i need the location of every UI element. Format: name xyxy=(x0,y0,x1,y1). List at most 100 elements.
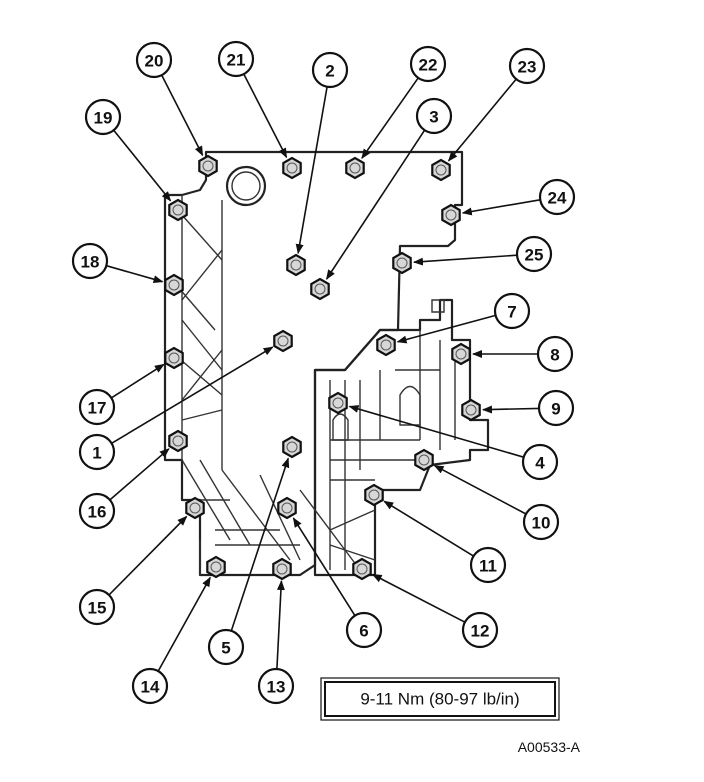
leader-line-15 xyxy=(108,515,188,596)
callout-22: 22 xyxy=(409,45,447,83)
bolt-head-20 xyxy=(198,154,218,178)
bolt-18 xyxy=(164,273,184,297)
leader-line-22 xyxy=(361,77,419,160)
bolts xyxy=(164,154,481,581)
leader-line-17 xyxy=(110,363,165,399)
callout-circle-2 xyxy=(311,51,349,89)
bolt-19 xyxy=(168,198,188,222)
bolt-head-2 xyxy=(286,253,306,277)
bolt-5 xyxy=(282,435,302,459)
callout-number-19: 19 xyxy=(94,109,113,128)
leader-line-13 xyxy=(276,580,285,670)
leader-line-12 xyxy=(371,573,466,623)
bolt-washer-18 xyxy=(168,279,180,291)
bolt-washer-23 xyxy=(435,164,447,176)
bolt-washer-8 xyxy=(455,348,467,360)
bolt-1 xyxy=(273,329,293,353)
callout-number-2: 2 xyxy=(325,62,334,81)
leader-line-3 xyxy=(325,129,426,280)
callout-number-15: 15 xyxy=(88,599,107,618)
callout-circle-13 xyxy=(257,667,295,705)
bolt-head-7 xyxy=(376,333,396,357)
bolt-head-3 xyxy=(310,277,330,301)
bolt-22 xyxy=(345,156,365,180)
bolt-washer-4 xyxy=(332,397,344,409)
callout-circle-12 xyxy=(461,611,499,649)
leader-line-16 xyxy=(109,448,170,501)
leader-line-6 xyxy=(292,517,356,617)
bolt-3 xyxy=(310,277,330,301)
bolt-21 xyxy=(282,156,302,180)
callout-4: 4 xyxy=(521,443,559,481)
bolt-7 xyxy=(376,333,396,357)
bolt-washer-17 xyxy=(168,352,180,364)
callout-number-16: 16 xyxy=(88,503,107,522)
bolt-17 xyxy=(164,346,184,370)
callout-number-8: 8 xyxy=(550,346,559,365)
bolt-head-17 xyxy=(164,346,184,370)
callout-circle-25 xyxy=(515,235,553,273)
callout-25: 25 xyxy=(515,235,553,273)
callout-number-20: 20 xyxy=(145,52,164,71)
bolt-head-12 xyxy=(352,557,372,581)
bolt-13 xyxy=(272,557,292,581)
callout-number-21: 21 xyxy=(227,51,246,70)
bolt-23 xyxy=(431,158,451,182)
bolt-head-6 xyxy=(277,496,297,520)
bolt-washer-14 xyxy=(210,561,222,573)
bolt-head-25 xyxy=(392,251,412,275)
callout-circle-16 xyxy=(78,492,116,530)
callout-number-23: 23 xyxy=(518,58,537,77)
bolt-head-23 xyxy=(431,158,451,182)
callout-number-13: 13 xyxy=(267,678,286,697)
bolt-15 xyxy=(185,496,205,520)
leader-line-18 xyxy=(106,264,164,284)
leader-line-20 xyxy=(160,74,204,157)
torque-spec-text: 9-11 Nm (80-97 lb/in) xyxy=(360,690,519,709)
callout-11: 11 xyxy=(469,546,507,584)
leader-line-23 xyxy=(447,78,517,162)
bolt-washer-1 xyxy=(277,335,289,347)
bolt-head-14 xyxy=(206,555,226,579)
bolt-head-9 xyxy=(461,398,481,422)
callout-circle-3 xyxy=(415,97,453,135)
callout-circle-4 xyxy=(521,443,559,481)
callout-number-11: 11 xyxy=(479,557,497,576)
leader-line-19 xyxy=(113,129,172,202)
callout-23: 23 xyxy=(508,47,546,85)
bolt-washer-6 xyxy=(281,502,293,514)
callout-number-10: 10 xyxy=(532,514,551,533)
callout-circle-1 xyxy=(78,433,116,471)
bolt-washer-11 xyxy=(368,489,380,501)
callout-15: 15 xyxy=(78,588,116,626)
bolt-6 xyxy=(277,496,297,520)
torque-spec-box: 9-11 Nm (80-97 lb/in) xyxy=(320,677,560,721)
bolt-8 xyxy=(451,342,471,366)
bolt-head-4 xyxy=(328,391,348,415)
callout-circle-9 xyxy=(537,389,575,427)
callout-circle-20 xyxy=(135,41,173,79)
callout-17: 17 xyxy=(78,388,116,426)
bolt-11 xyxy=(364,483,384,507)
callout-circle-10 xyxy=(522,503,560,541)
bolt-head-11 xyxy=(364,483,384,507)
callout-2: 2 xyxy=(311,51,349,89)
leader-line-11 xyxy=(383,500,474,557)
figure-code: A00533-A xyxy=(518,739,581,755)
callout-21: 21 xyxy=(217,40,255,78)
bolt-head-10 xyxy=(414,448,434,472)
callout-circle-24 xyxy=(538,178,576,216)
bolt-washer-7 xyxy=(380,339,392,351)
bolt-washer-19 xyxy=(172,204,184,216)
bolt-16 xyxy=(168,429,188,453)
callout-20: 20 xyxy=(135,41,173,79)
leader-line-5 xyxy=(230,457,290,632)
bolt-head-18 xyxy=(164,273,184,297)
callout-number-17: 17 xyxy=(88,399,107,418)
bolt-head-8 xyxy=(451,342,471,366)
leader-line-14 xyxy=(157,576,211,672)
bolt-24 xyxy=(441,203,461,227)
bolt-washer-20 xyxy=(202,160,214,172)
bolt-9 xyxy=(461,398,481,422)
callout-1: 1 xyxy=(78,433,116,471)
